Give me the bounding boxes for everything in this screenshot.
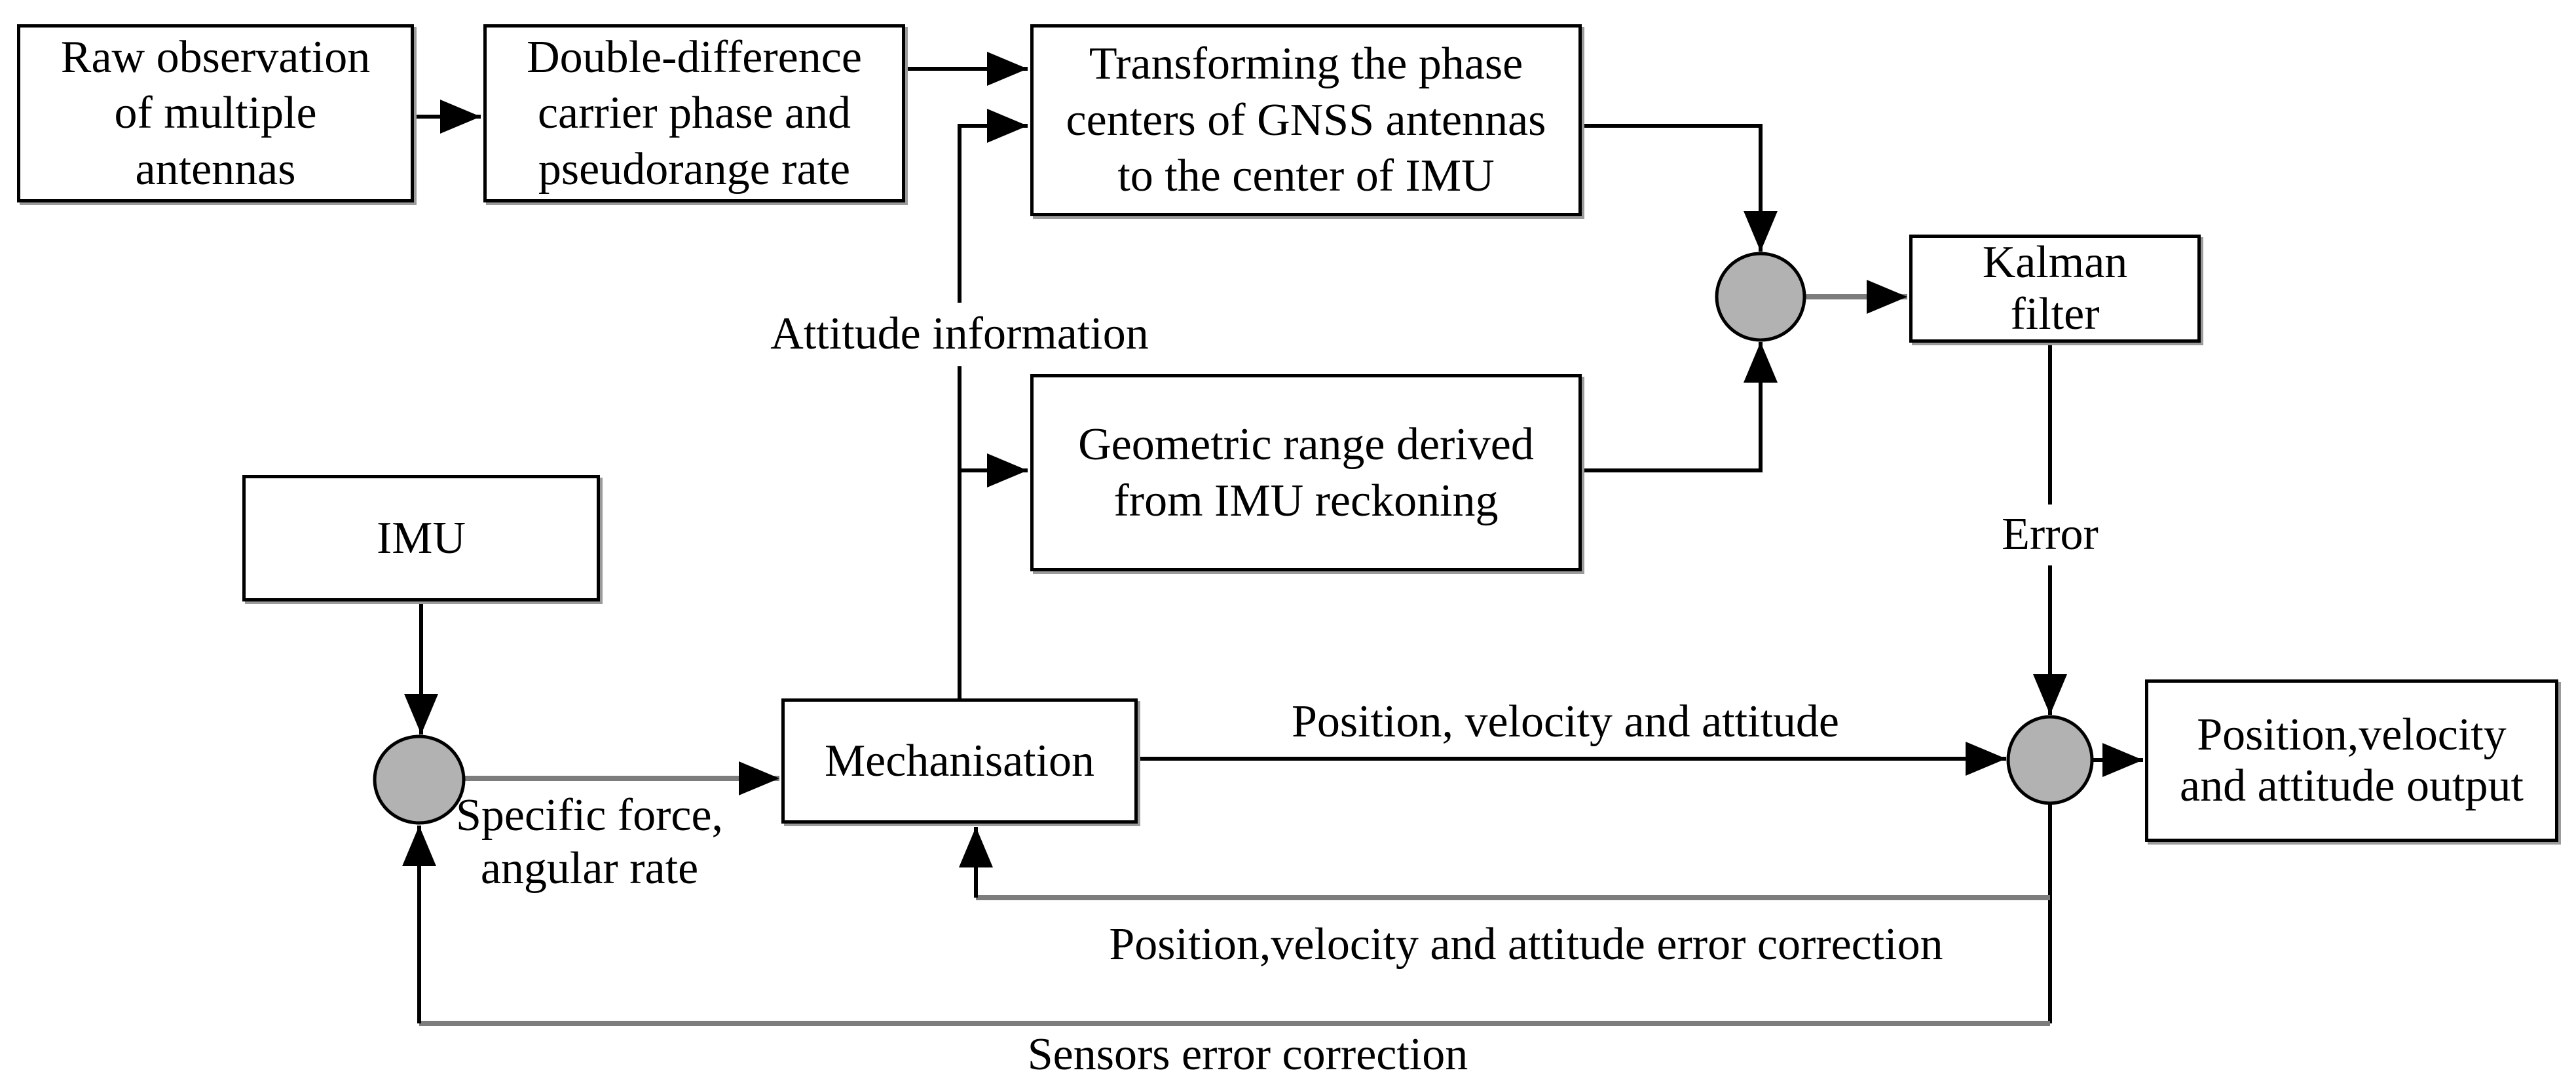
node-double-difference: Double-difference carrier phase and pseu… xyxy=(483,24,905,202)
node-pva-output: Position,velocity and attitude output xyxy=(2145,679,2558,842)
label-sensors-error-correction: Sensors error correction xyxy=(1027,1029,1468,1080)
sum-junction-output-icon xyxy=(2006,715,2094,805)
label-specific-force: Specific force, angular rate xyxy=(455,790,724,894)
label-error: Error xyxy=(1985,504,2116,565)
label-position-velocity-attitude: Position, velocity and attitude xyxy=(1291,696,1839,747)
sum-junction-imu-icon xyxy=(373,734,466,825)
node-transform-phase-centers: Transforming the phase centers of GNSS a… xyxy=(1030,24,1582,216)
label-pva-error-correction: Position,velocity and attitude error cor… xyxy=(1061,919,1991,972)
edge-geometric-to-junction xyxy=(1582,342,1778,472)
edge-transform-to-junction xyxy=(1582,124,1778,252)
node-raw-observation: Raw observation of multiple antennas xyxy=(17,24,414,202)
node-kalman-filter: Kalman filter xyxy=(1909,235,2201,343)
edge-attitude-to-transform xyxy=(958,109,1028,698)
node-geometric-range: Geometric range derived from IMU reckoni… xyxy=(1030,374,1582,571)
node-imu: IMU xyxy=(242,475,600,601)
node-mechanisation: Mechanisation xyxy=(781,698,1138,824)
label-attitude-information: Attitude information xyxy=(743,303,1176,366)
sum-junction-gnss-icon xyxy=(1715,252,1806,342)
